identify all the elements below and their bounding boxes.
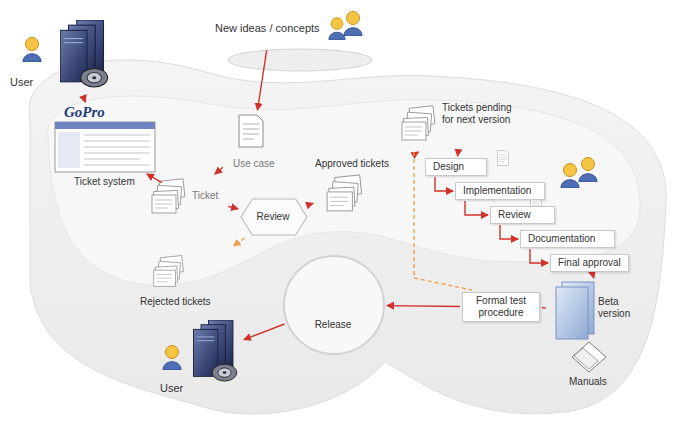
flow-arrow (465, 201, 488, 215)
node-label: Manuals (569, 376, 607, 388)
node-label: Review (240, 211, 306, 223)
node-label: Tickets pending for next version (442, 102, 522, 126)
node-label: Rejected tickets (140, 296, 211, 308)
test-box: Formal test procedure (462, 292, 540, 322)
flow-arrow (593, 274, 594, 278)
flow-arrow (258, 50, 267, 110)
flow-arrow (244, 324, 285, 340)
flow-arrow (530, 249, 548, 263)
people-icon (329, 12, 362, 40)
approved-tickets: Approved tickets (315, 156, 415, 214)
node-label: Beta version (598, 296, 650, 320)
flow-arrow (310, 203, 313, 204)
node-label: New ideas / concepts (215, 22, 320, 34)
manuals-book (572, 342, 606, 372)
node-label: Ticket system (74, 176, 135, 188)
small-document (497, 151, 508, 166)
team-icon (561, 158, 597, 189)
node-label: Final approval (558, 257, 621, 269)
ticket-stack (152, 179, 185, 213)
flow-arrow (387, 305, 460, 307)
process-box: Implementation (455, 182, 545, 200)
node-label: Review (498, 209, 547, 221)
flow-arrow (228, 206, 238, 208)
background-blob (29, 49, 666, 414)
release-circle: Release (283, 255, 385, 355)
flow-arrow (415, 152, 418, 154)
process-box: Documentation (520, 230, 615, 248)
circle-outline (284, 256, 384, 354)
flow-arrow (500, 225, 518, 239)
use-case-document (239, 115, 263, 147)
flow-arrow (542, 307, 546, 309)
manuals: Manuals (560, 340, 620, 390)
flow-arrow (435, 177, 453, 191)
ticket-system: GoProTicket system (50, 104, 160, 196)
ticket: Ticket (148, 176, 226, 218)
flow-arrow (457, 152, 459, 156)
node-label: Approved tickets (315, 158, 389, 170)
circle-shape (283, 255, 385, 355)
process-box: Review (490, 206, 555, 224)
use-case: Use case (225, 112, 280, 174)
node-label: Use case (233, 158, 275, 170)
user-icon (163, 320, 237, 381)
node-label: User (10, 76, 33, 88)
flow-arrow (147, 174, 162, 183)
node-label: Release (283, 319, 383, 331)
node-label: Implementation (463, 185, 537, 197)
approved-stack (327, 175, 362, 211)
pending-stack (402, 106, 435, 140)
beta-version: Beta version (548, 280, 658, 338)
user-label: User (10, 18, 125, 98)
node-label: Design (433, 161, 479, 173)
beta-server (556, 282, 594, 339)
user-icon (23, 20, 108, 87)
node-label: User (160, 382, 183, 394)
node-label: Formal test procedure (470, 295, 532, 319)
pending-tickets: Tickets pending for next version (400, 100, 524, 150)
node-label: Documentation (528, 233, 607, 245)
user-label: User (150, 318, 242, 398)
dashed-connector (234, 238, 245, 246)
flow-arrow (84, 100, 86, 102)
rejected-tickets: Rejected tickets (140, 248, 235, 310)
process-box: Design (425, 158, 487, 176)
process-box: Final approval (550, 254, 629, 272)
ticket-system-screenshot (55, 122, 155, 172)
idea-pool: New ideas / concepts (215, 8, 325, 48)
flow-arrow (215, 167, 223, 174)
node-label: GoPro (64, 104, 105, 121)
node-label: Ticket (192, 190, 218, 202)
review-hexagon: Review (240, 198, 308, 236)
rejected-stack (154, 256, 184, 287)
